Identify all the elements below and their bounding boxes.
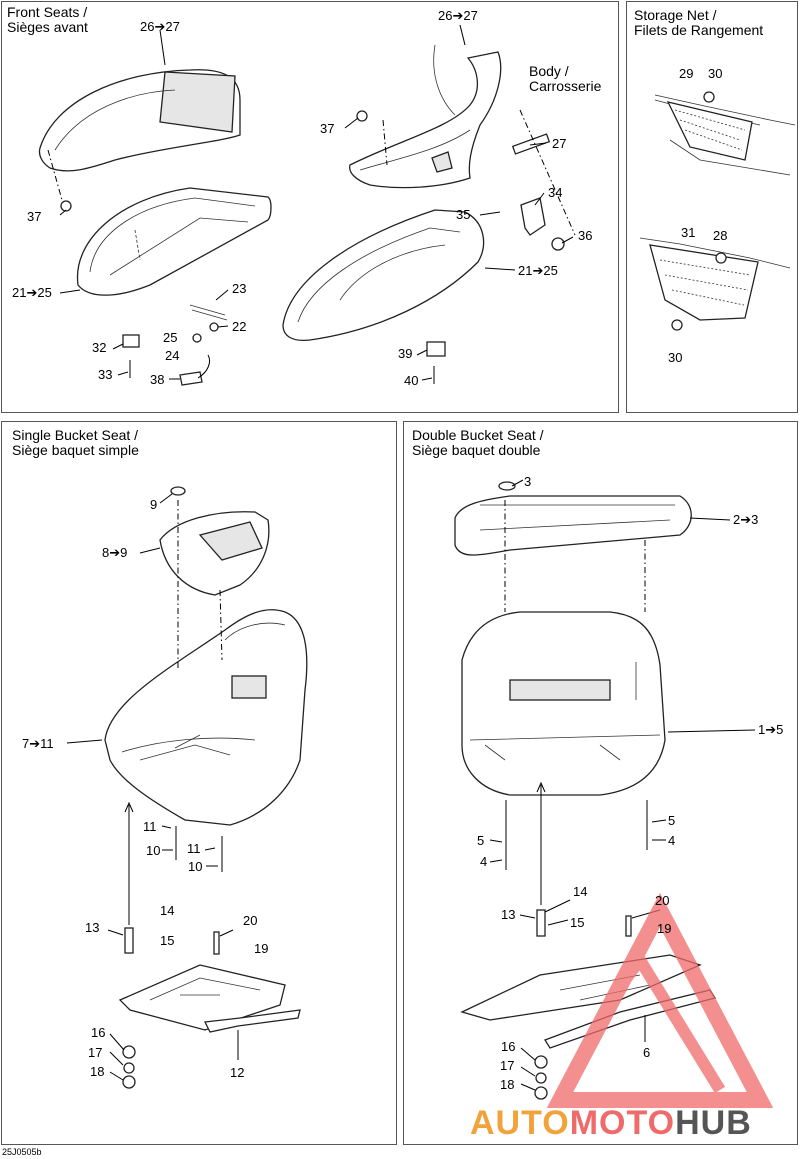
callout-front-12: 25 <box>163 330 177 345</box>
callout-double-10: 20 <box>655 893 669 908</box>
logo-word-moto: MOTO <box>569 1104 676 1142</box>
callout-front-18: 40 <box>404 373 418 388</box>
double-bucket-callouts: 3 2➔3 1➔5 5 5 4 4 14 13 15 20 19 16 17 18 6 <box>477 474 783 1092</box>
callout-front-4: 27 <box>552 136 566 151</box>
callout-front-14: 32 <box>92 340 106 355</box>
callout-front-10: 23 <box>232 281 246 296</box>
callout-double-11: 19 <box>657 921 671 936</box>
single-leader-lines <box>66 493 239 1081</box>
callout-front-7: 36 <box>578 228 592 243</box>
callout-double-13: 17 <box>500 1058 514 1073</box>
callout-single-6: 10 <box>188 859 202 874</box>
single-bucket-seat-title: Single Bucket Seat /Siège baquet simple <box>12 427 139 458</box>
callout-front-8: 21➔25 <box>12 285 52 300</box>
callout-front-1: 26➔27 <box>438 8 478 23</box>
front-leader-lines <box>47 24 576 381</box>
double-seat-shell <box>461 611 666 796</box>
part-22-nut <box>209 322 219 332</box>
single-base-plate <box>118 826 301 1089</box>
part-23-strip <box>189 304 228 321</box>
storage-net-lower <box>639 237 791 331</box>
callout-single-3: 11 <box>143 819 157 834</box>
callout-front-0: 26➔27 <box>140 19 180 34</box>
callout-double-7: 14 <box>573 884 587 899</box>
callout-single-13: 17 <box>88 1045 102 1060</box>
callout-front-13: 24 <box>165 348 179 363</box>
callout-double-2: 1➔5 <box>758 722 783 737</box>
callout-storage-3: 28 <box>713 228 727 243</box>
callout-single-4: 10 <box>146 843 160 858</box>
single-seat-shell <box>104 609 308 826</box>
right-seat-cushion <box>282 209 485 342</box>
callout-single-14: 18 <box>90 1064 104 1079</box>
logo-word-auto: AUTO <box>470 1104 570 1142</box>
callout-front-16: 38 <box>150 372 164 387</box>
callout-single-15: 12 <box>230 1065 244 1080</box>
callout-double-12: 16 <box>501 1039 515 1054</box>
callout-double-9: 15 <box>570 915 584 930</box>
double-leader-lines <box>489 479 756 1091</box>
callout-double-15: 6 <box>643 1045 650 1060</box>
front-seats-title: Front Seats /Sièges avant <box>7 4 88 35</box>
callout-storage-2: 31 <box>681 225 695 240</box>
front-seats-callouts: 26➔27 26➔27 37 37 27 34 35 36 21➔25 21➔25 23 22 25 24… <box>12 8 592 388</box>
logo-word-hub: HUB <box>675 1104 752 1142</box>
watermark-triangle <box>546 892 774 1108</box>
callout-single-9: 15 <box>160 933 174 948</box>
left-seat-cushion <box>76 187 272 296</box>
part-36-washer <box>551 237 565 251</box>
panel-front-seats <box>1 1 619 413</box>
callout-front-2: 37 <box>27 209 41 224</box>
callout-front-17: 39 <box>398 346 412 361</box>
part-38-bolt <box>179 371 203 386</box>
part-32-block <box>122 334 140 348</box>
callout-double-4: 5 <box>477 833 484 848</box>
left-backrest <box>38 69 241 172</box>
callout-single-0: 9 <box>150 497 157 512</box>
storage-net-title: Storage Net /Filets de Rangement <box>634 7 764 38</box>
callout-storage-0: 29 <box>679 66 693 81</box>
callout-single-5: 11 <box>187 841 201 856</box>
callout-front-9: 21➔25 <box>518 263 558 278</box>
callout-double-14: 18 <box>500 1077 514 1092</box>
callout-single-12: 16 <box>91 1025 105 1040</box>
callout-front-5: 34 <box>548 185 562 200</box>
drawing-code: 25J0505b <box>2 1147 42 1157</box>
callout-single-10: 20 <box>243 913 257 928</box>
callout-double-8: 13 <box>501 907 515 922</box>
panel-storage-net <box>626 1 798 413</box>
callout-front-11: 22 <box>232 319 246 334</box>
callout-storage-4: 30 <box>668 350 682 365</box>
body-label: Body /Carrosserie <box>529 63 602 94</box>
double-bucket-seat-title: Double Bucket Seat /Siège baquet double <box>412 427 544 458</box>
automotohub-watermark-logo: AUTOMOTOHUB <box>470 1074 800 1154</box>
callout-single-11: 19 <box>254 941 268 956</box>
callout-front-6: 35 <box>456 207 470 222</box>
part-39-block <box>426 341 446 357</box>
callout-double-3: 5 <box>668 813 675 828</box>
part-27-rod <box>511 133 551 155</box>
callout-front-3: 37 <box>320 121 334 136</box>
part-37-screw-left <box>60 200 72 212</box>
double-headrest <box>454 481 692 556</box>
callout-double-1: 2➔3 <box>733 512 758 527</box>
single-bucket-callouts: 9 8➔9 7➔11 11 10 11 10 13 14 15 20 19 16 17 18 12 <box>22 497 268 1080</box>
callout-single-1: 8➔9 <box>102 545 127 560</box>
callout-single-7: 13 <box>85 920 99 935</box>
callout-single-8: 14 <box>160 903 174 918</box>
callout-double-0: 3 <box>524 474 531 489</box>
callout-single-2: 7➔11 <box>22 736 54 751</box>
callout-front-15: 33 <box>98 367 112 382</box>
single-headrest <box>159 486 270 596</box>
part-25-washer <box>192 333 202 343</box>
storage-net-callouts: 29 30 31 28 30 <box>668 66 727 365</box>
callout-double-5: 4 <box>668 833 675 848</box>
right-backrest <box>349 44 502 189</box>
part-37-screw-right <box>356 110 368 122</box>
callout-double-6: 4 <box>480 854 487 869</box>
callout-storage-1: 30 <box>708 66 722 81</box>
part-34-bracket <box>520 197 546 236</box>
storage-net-upper <box>654 91 796 176</box>
